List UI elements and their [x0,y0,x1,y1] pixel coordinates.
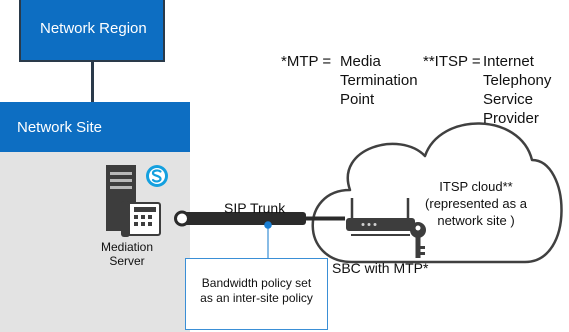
sip-trunk-line [174,210,345,258]
sip-trunk-label: SIP Trunk [224,200,286,216]
itsp-note-key: **ITSP = [423,53,481,70]
network-site-label: Network Site [17,119,103,136]
network-region-label: Network Region [40,20,147,37]
bandwidth-policy-text: Bandwidth policy set as an inter-site po… [187,276,326,306]
sbc-label: SBC with MTP* [332,260,429,276]
bandwidth-policy-callout [185,258,328,330]
mediation-label-line: Server [109,254,145,268]
network-site-header [0,102,190,152]
mtp-note-key: *MTP = [281,53,332,70]
itsp-definition-line: Service [483,91,534,108]
mtp-definition-line: Media [340,53,381,70]
mediation-server-label: Mediation Server [96,240,158,268]
itsp-cloud-line: (represented as a [425,196,527,211]
itsp-definition-line: Internet [483,53,534,70]
bandwidth-policy-line: Bandwidth policy set [201,276,312,290]
key-icon [410,222,426,258]
region-site-connector [91,61,94,102]
itsp-cloud-line: ITSP cloud** [439,179,513,194]
skype-icon [146,165,168,187]
server-with-phone-icon [106,165,161,237]
bandwidth-policy-line: as an inter-site policy [200,291,313,305]
itsp-definition-line: Provider [483,110,539,127]
mtp-definition-line: Point [340,91,375,108]
mediation-label-line: Mediation [100,240,154,254]
mtp-definition-line: Termination [340,72,418,89]
router-icon [346,198,415,236]
itsp-cloud-line: network site ) [437,213,515,228]
itsp-note-definition: Internet Telephony Service Provider [483,52,551,128]
itsp-definition-line: Telephony [483,72,552,89]
mtp-note-definition: Media Termination Point [340,52,418,109]
itsp-cloud-label: ITSP cloud** (represented as a network s… [418,178,534,229]
network-region-box [19,0,165,62]
